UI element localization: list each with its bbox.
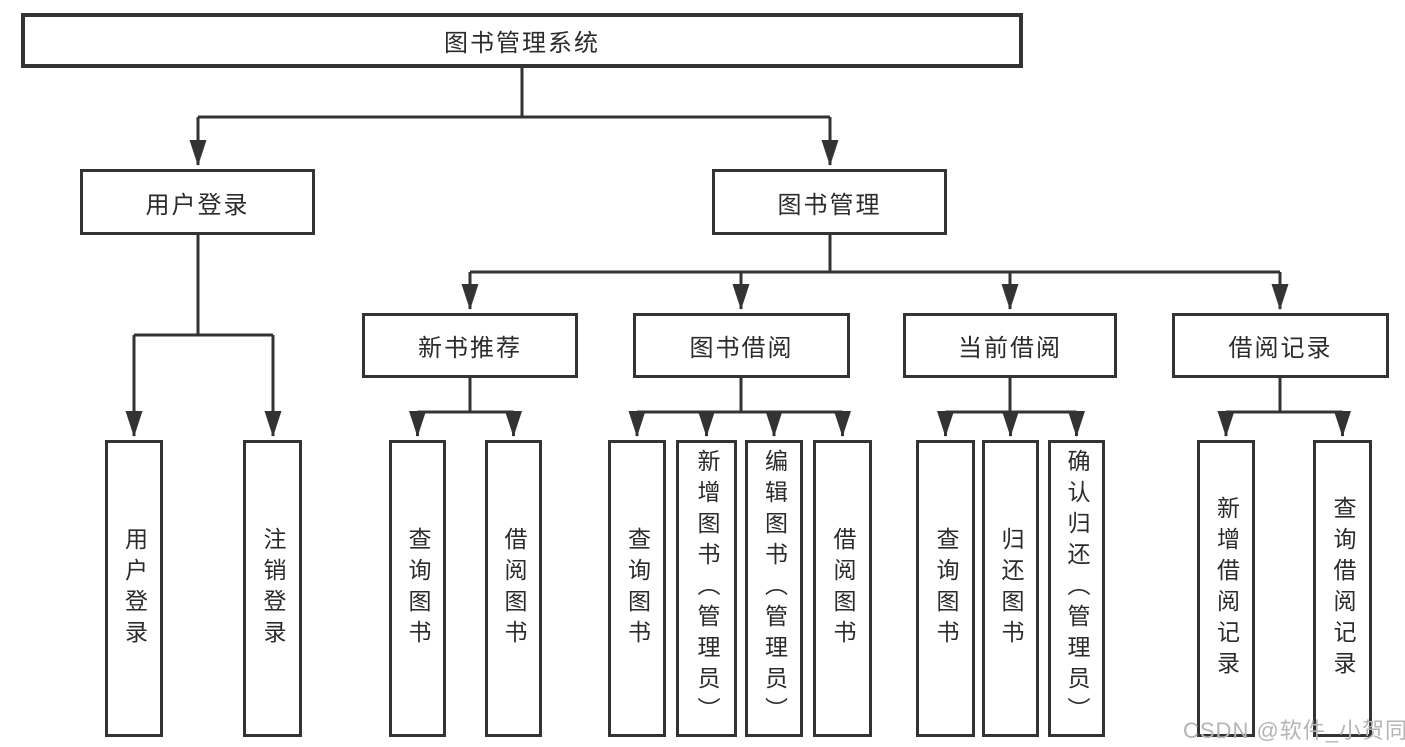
edge-user-login-to-leaves (125, 235, 282, 437)
node-book-borrowing: 图书借阅 (633, 313, 850, 378)
leaf-edit-book-admin: 编辑图书（管理员） (745, 440, 803, 737)
leaf-label: 查询借阅记录 (1330, 495, 1356, 682)
csdn-watermark: CSDN @软件_小贺同学 (1183, 718, 1405, 743)
leaf-borrow-books-2: 借阅图书 (813, 440, 872, 737)
leaf-borrow-books-1: 借阅图书 (485, 440, 542, 737)
edge-book-management-to-level3 (461, 235, 1289, 310)
leaf-label: 用户登录 (121, 526, 148, 651)
node-user-login: 用户登录 (80, 169, 315, 235)
leaf-label: 借阅图书 (501, 526, 527, 651)
leaf-confirm-return-admin: 确认归还（管理员） (1048, 440, 1105, 737)
leaf-query-books-1: 查询图书 (389, 440, 446, 737)
leaf-query-books-2: 查询图书 (608, 440, 666, 737)
node-borrowing-records: 借阅记录 (1172, 313, 1389, 378)
leaf-add-borrow-record: 新增借阅记录 (1197, 440, 1255, 737)
node-new-book-recommend: 新书推荐 (362, 313, 578, 378)
leaf-user-login: 用户登录 (105, 440, 163, 737)
leaf-label: 编辑图书（管理员） (761, 449, 788, 728)
leaf-query-books-3: 查询图书 (916, 440, 975, 737)
node-current-borrowing: 当前借阅 (903, 313, 1117, 378)
leaf-label: 查询图书 (624, 526, 651, 651)
leaf-add-book-admin: 新增图书（管理员） (676, 440, 737, 737)
leaf-label: 查询图书 (933, 526, 959, 651)
leaf-label: 归还图书 (998, 526, 1024, 651)
edge-new-book-recommend-to-leaves (409, 378, 522, 437)
edge-book-borrowing-to-leaves (628, 378, 851, 437)
leaf-label: 新增图书（管理员） (694, 449, 720, 728)
leaf-label: 确认归还（管理员） (1064, 449, 1090, 728)
leaf-label: 查询图书 (405, 526, 431, 651)
node-book-management: 图书管理 (712, 169, 947, 235)
leaf-query-borrow-record: 查询借阅记录 (1313, 440, 1372, 737)
leaf-label: 注销登录 (260, 526, 286, 651)
leaf-return-books: 归还图书 (982, 440, 1039, 737)
edge-root-to-level2 (189, 68, 839, 166)
edge-borrowing-records-to-leaves (1217, 378, 1351, 437)
leaf-label: 借阅图书 (830, 526, 856, 651)
node-root-book-management-system: 图书管理系统 (21, 13, 1023, 68)
edge-current-borrowing-to-leaves (937, 378, 1085, 437)
leaf-logout: 注销登录 (243, 440, 302, 737)
leaf-label: 新增借阅记录 (1213, 495, 1240, 682)
